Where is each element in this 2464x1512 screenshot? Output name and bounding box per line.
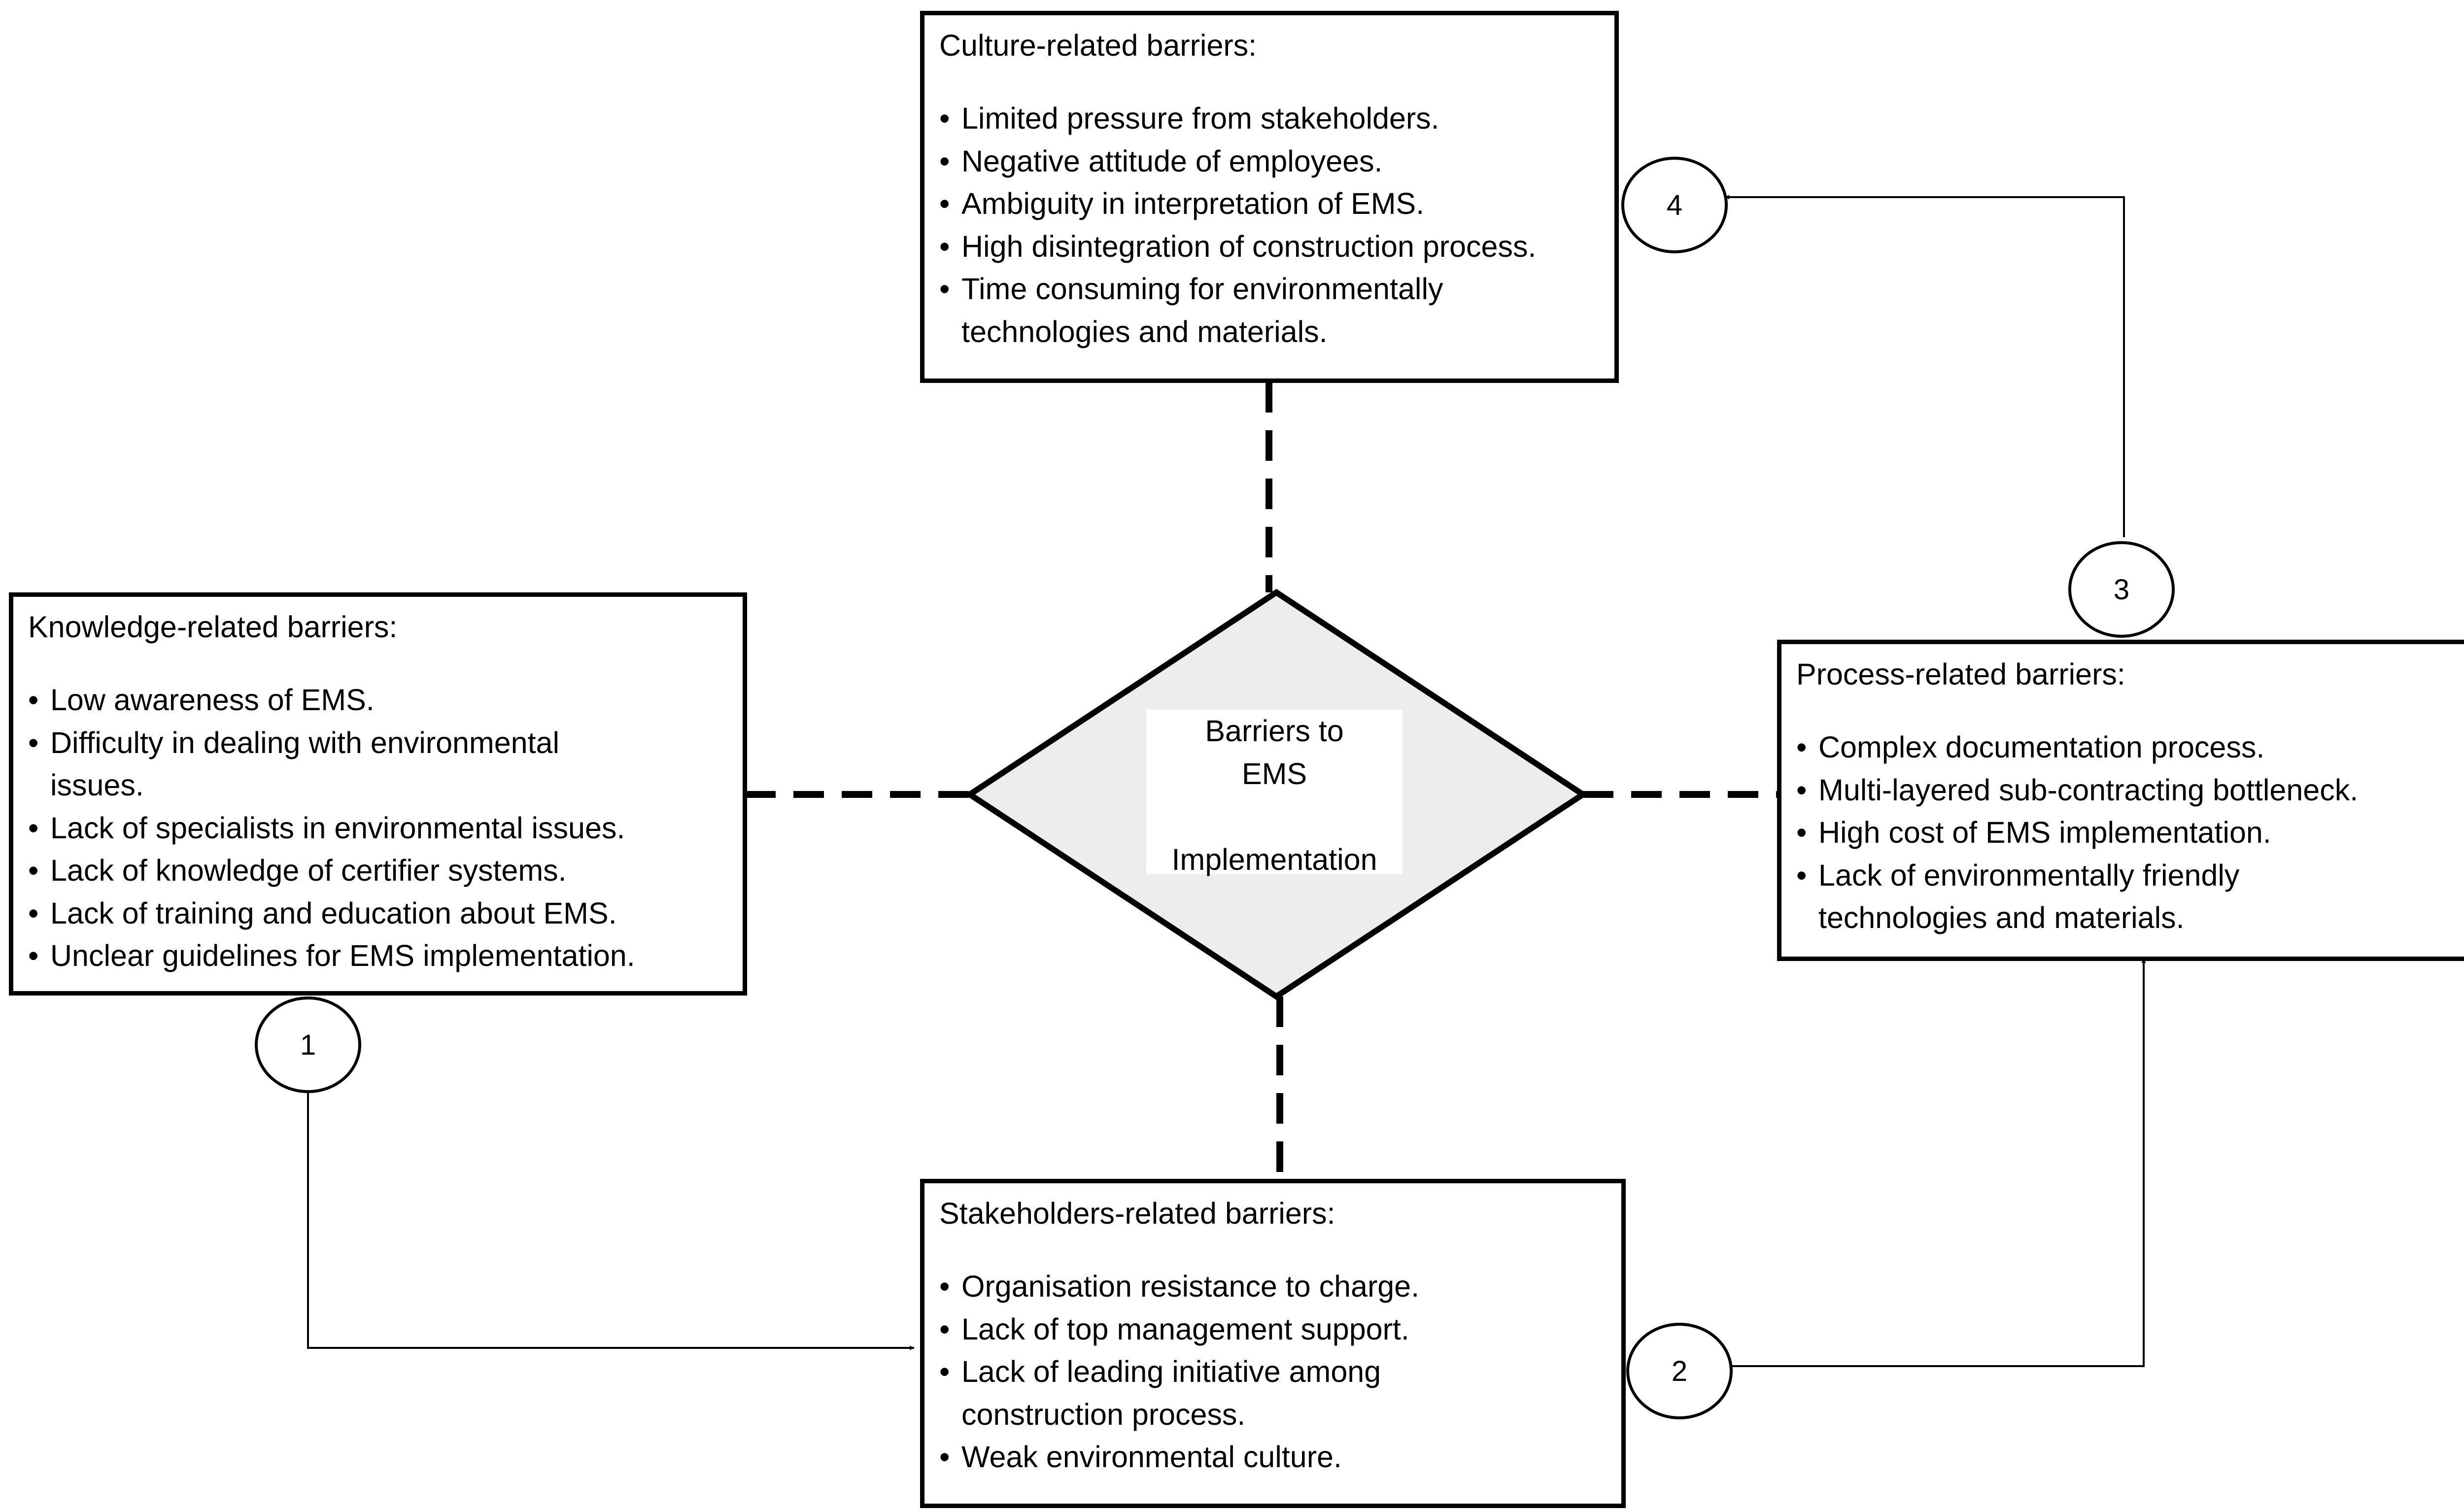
knowledge-barriers-title: Knowledge-related barriers: [28, 610, 398, 644]
list-item: Lack of knowledge of certifier systems. [28, 849, 728, 892]
arrow-3-to-4 [1725, 195, 2125, 537]
list-item: Organisation resistance to charge. [939, 1265, 1607, 1308]
list-item: Lack of environmentally friendly technol… [1796, 854, 2460, 939]
list-item: Limited pressure from stakeholders. [939, 97, 1600, 140]
process-barriers-title: Process-related barriers: [1796, 657, 2125, 691]
list-item: Lack of leading initiative among constru… [939, 1350, 1607, 1436]
list-item: Low awareness of EMS. [28, 679, 728, 722]
step-3-circle: 3 [2068, 541, 2175, 638]
arrow-1-to-stakeholders [307, 1090, 914, 1350]
knowledge-barriers-box: Knowledge-related barriers: Low awarenes… [9, 592, 747, 996]
process-barriers-list: Complex documentation process. Multi-lay… [1796, 726, 2460, 939]
list-item: Unclear guidelines for EMS implementatio… [28, 934, 728, 977]
list-item: Negative attitude of employees. [939, 140, 1600, 183]
step-4-circle: 4 [1621, 157, 1728, 253]
list-item: Difficulty in dealing with environmental… [28, 722, 728, 807]
list-item: Multi-layered sub-contracting bottleneck… [1796, 769, 2460, 812]
stakeholders-barriers-box: Stakeholders-related barriers: Organisat… [920, 1179, 1626, 1508]
knowledge-barriers-list: Low awareness of EMS. Difficulty in deal… [28, 679, 728, 977]
arrow-2-to-process [1731, 959, 2146, 1367]
step-2-circle: 2 [1626, 1323, 1733, 1419]
process-barriers-box: Process-related barriers: Complex docume… [1777, 640, 2464, 961]
list-item: Lack of specialists in environmental iss… [28, 807, 728, 850]
step-1-circle: 1 [255, 997, 361, 1093]
culture-barriers-list: Limited pressure from stakeholders. Nega… [939, 97, 1600, 353]
list-item: Lack of training and education about EMS… [28, 892, 728, 935]
list-item: Lack of top management support. [939, 1308, 1607, 1351]
list-item: Weak environmental culture. [939, 1436, 1607, 1478]
culture-barriers-box: Culture-related barriers: Limited pressu… [920, 11, 1619, 383]
list-item: High cost of EMS implementation. [1796, 811, 2460, 854]
list-item: Complex documentation process. [1796, 726, 2460, 769]
list-item: Ambiguity in interpretation of EMS. [939, 182, 1600, 225]
culture-barriers-title: Culture-related barriers: [939, 29, 1257, 62]
center-label: Barriers to EMS Implementation [1146, 710, 1403, 876]
list-item: Time consuming for environmentally techn… [939, 268, 1600, 353]
list-item: High disintegration of construction proc… [939, 225, 1600, 268]
stakeholders-barriers-title: Stakeholders-related barriers: [939, 1197, 1335, 1230]
stakeholders-barriers-list: Organisation resistance to charge. Lack … [939, 1265, 1607, 1478]
